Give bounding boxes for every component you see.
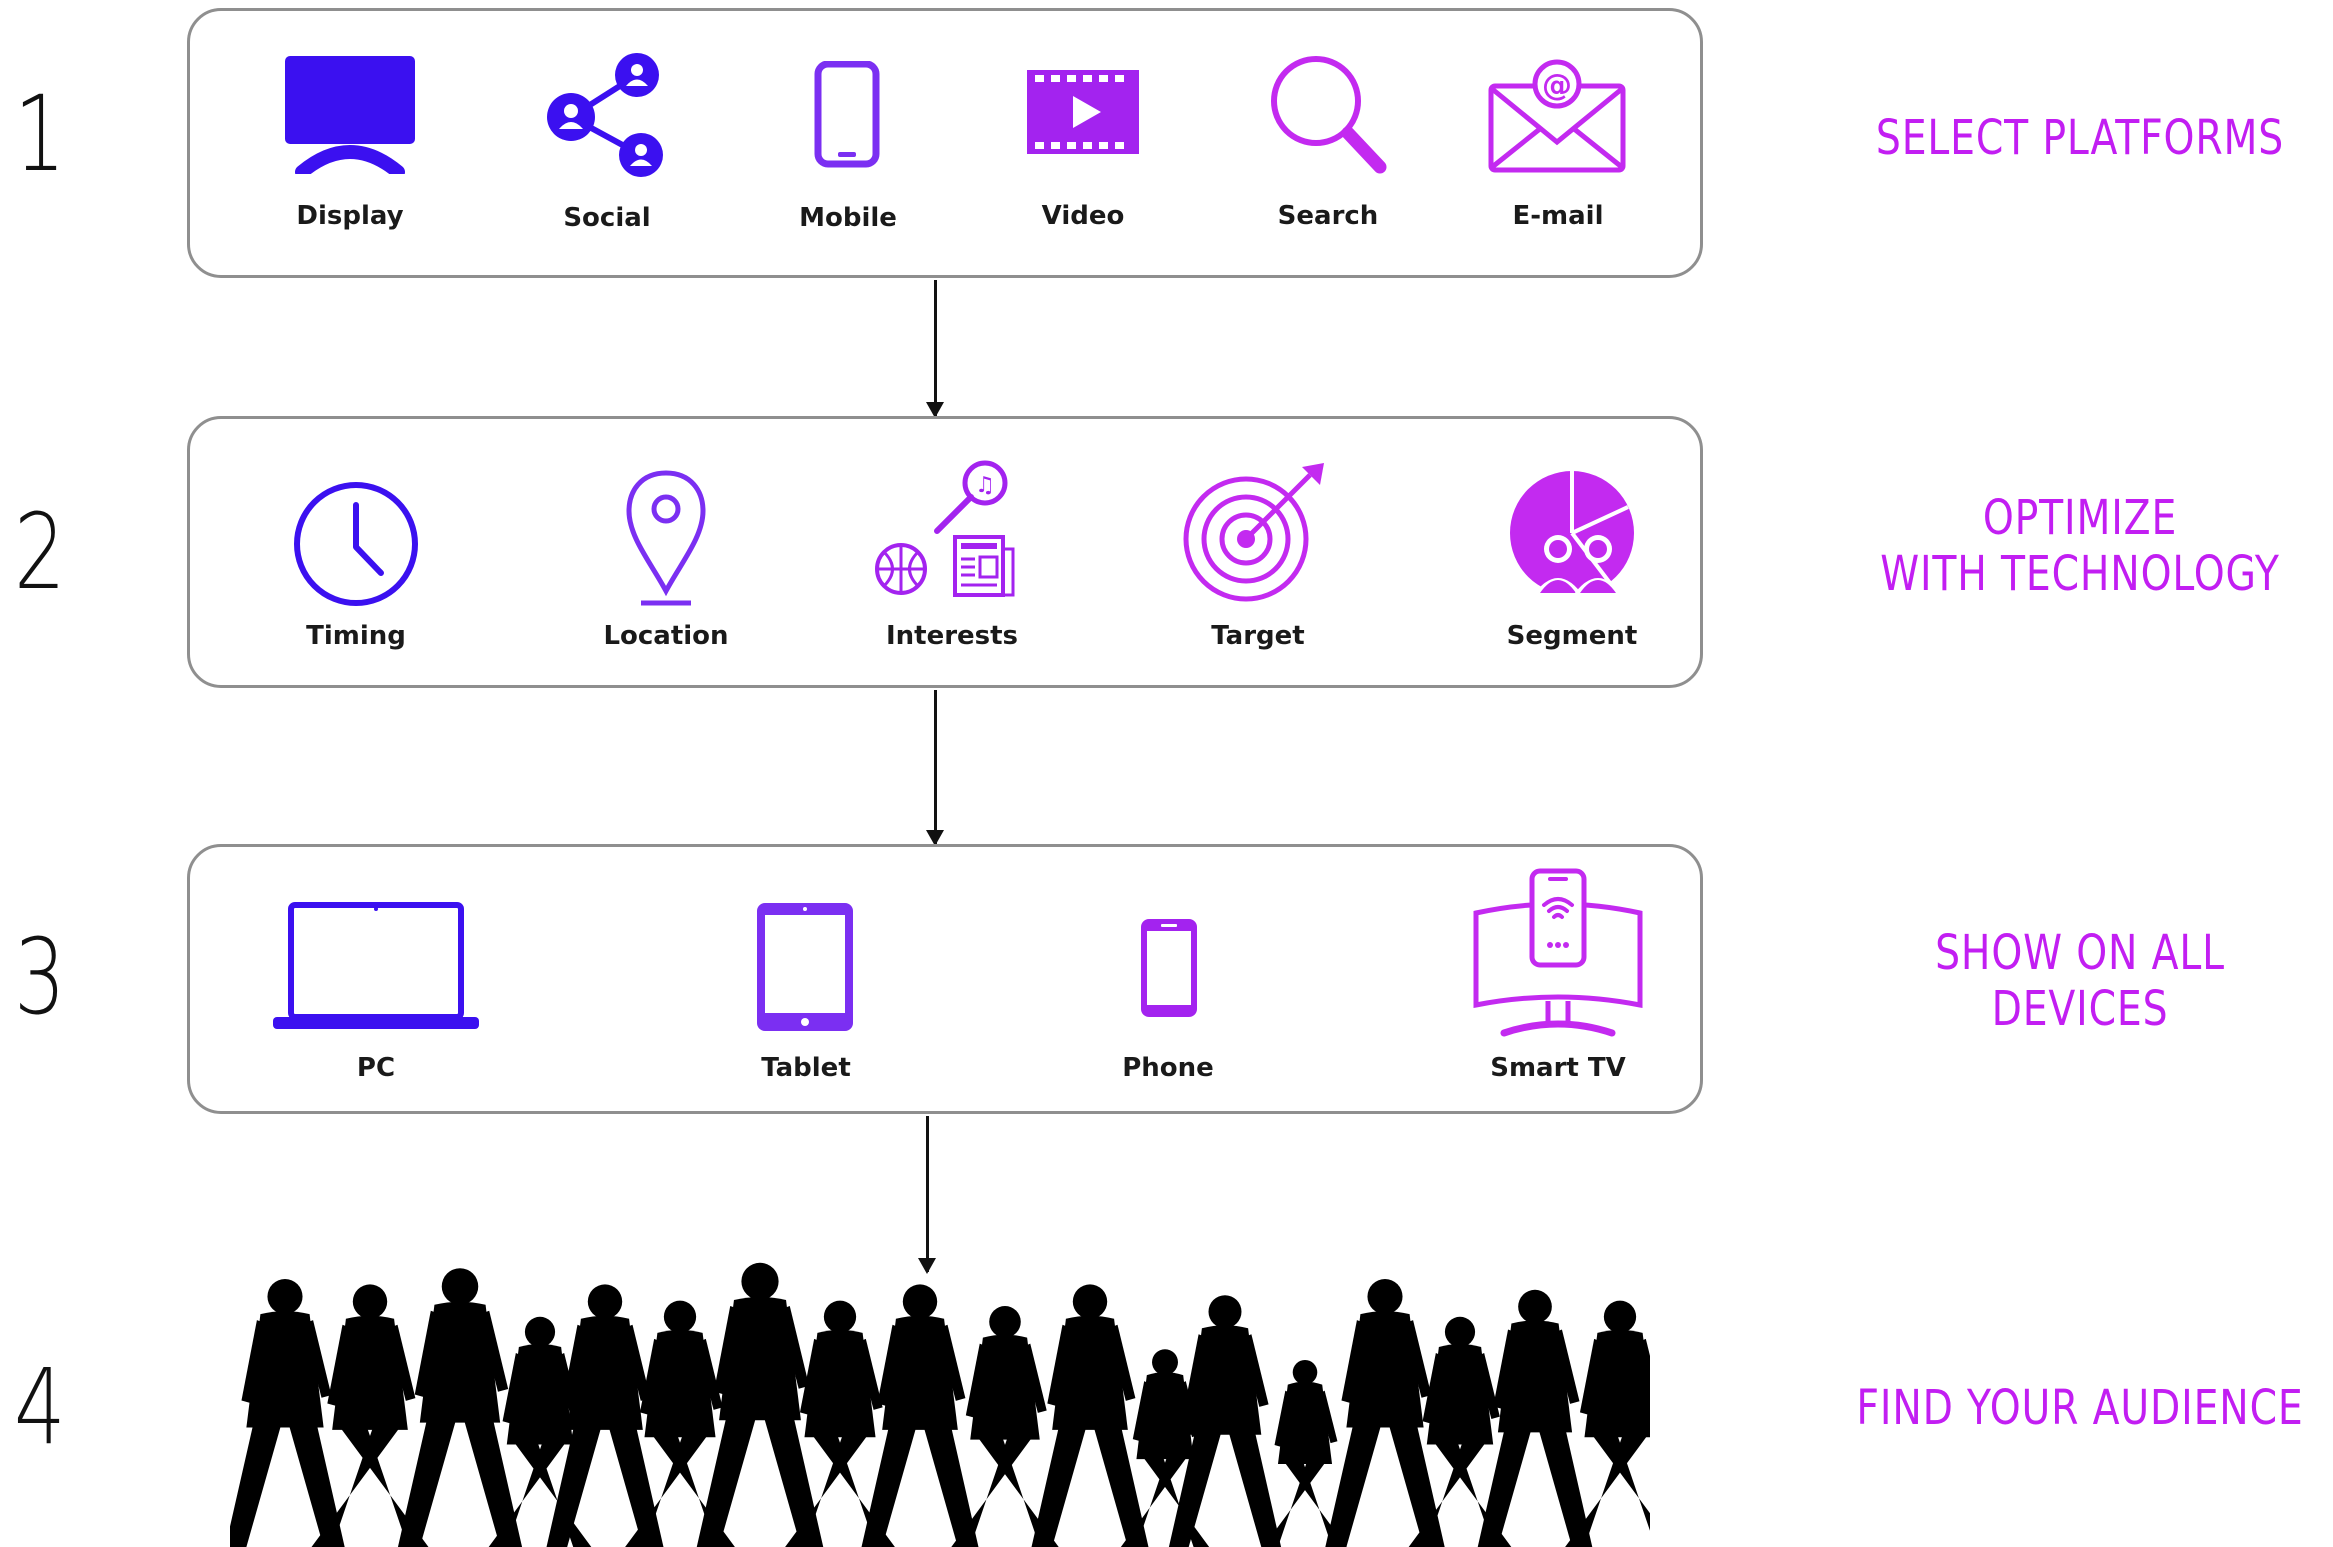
devices-panel: PC Tablet Phone Smart TV [187, 844, 1703, 1114]
person-silhouette [1408, 1316, 1512, 1547]
step-number-1: 1 [14, 73, 66, 195]
platform-label: E-mail [1512, 201, 1604, 231]
platform-label: Display [296, 201, 404, 231]
person-silhouette [696, 1262, 824, 1547]
person-silhouette [1031, 1284, 1149, 1547]
platform-social: Social [497, 11, 717, 275]
step-label-line: SELECT PLATFORMS [1875, 110, 2285, 166]
step-label-line: SHOW ON ALL DEVICES [1935, 925, 2225, 1037]
tech-label: Target [1211, 621, 1305, 651]
device-label: Phone [1122, 1053, 1214, 1083]
device-pc: PC [266, 847, 486, 1111]
map-pin-icon [626, 470, 706, 606]
tech-label: Interests [885, 621, 1019, 651]
laptop-icon [273, 902, 479, 1029]
svg-text:♫: ♫ [975, 473, 995, 498]
phone-icon [1141, 919, 1197, 1017]
tech-label: Timing [306, 621, 406, 651]
svg-text:@: @ [1542, 68, 1572, 103]
magnifier-icon [1271, 56, 1387, 174]
platform-label: Video [1041, 201, 1125, 231]
crowd-silhouette-image [230, 1262, 1650, 1547]
person-silhouette [1325, 1279, 1445, 1547]
person-silhouette [397, 1268, 523, 1547]
device-label: Smart TV [1490, 1053, 1626, 1083]
flow-arrow-2-3 [926, 690, 944, 846]
tech-label: Location [603, 621, 729, 651]
device-phone: Phone [1058, 847, 1278, 1111]
device-label: Tablet [761, 1053, 851, 1083]
platform-mobile: Mobile [738, 11, 958, 275]
display-monitor-icon [285, 56, 415, 174]
video-play-icon [1027, 70, 1139, 154]
flow-arrow-3-4 [918, 1116, 936, 1274]
interests-icon: ♫ [875, 460, 1015, 597]
device-label: PC [356, 1053, 396, 1083]
flow-arrow-1-2 [926, 280, 944, 418]
person-silhouette [1477, 1289, 1593, 1547]
platforms-panel: Display Social Mobile Video [187, 8, 1703, 278]
tablet-icon [757, 903, 853, 1031]
device-tablet: Tablet [696, 847, 916, 1111]
step-number-3: 3 [14, 916, 66, 1038]
person-silhouette [861, 1284, 979, 1547]
tech-target: Target [1148, 419, 1368, 685]
step-label-2: OPTIMIZE WITH TECHNOLOGY [1850, 490, 2309, 602]
tech-interests: ♫ Interests [842, 419, 1062, 685]
step-label-4: FIND YOUR AUDIENCE [1850, 1380, 2309, 1436]
step-number-2: 2 [14, 491, 66, 613]
platform-email: @ E-mail [1448, 11, 1668, 275]
social-network-icon [547, 53, 663, 177]
step-label-line: FIND YOUR AUDIENCE [1856, 1380, 2304, 1436]
person-silhouette [1565, 1300, 1650, 1547]
device-smart-tv: Smart TV [1448, 847, 1668, 1111]
email-envelope-icon: @ [1488, 59, 1626, 173]
person-silhouette [1168, 1295, 1282, 1547]
platform-display: Display [240, 11, 460, 275]
tech-location: Location [556, 419, 776, 685]
step-label-3: SHOW ON ALL DEVICES [1850, 925, 2309, 1037]
step-label-1: SELECT PLATFORMS [1850, 110, 2309, 166]
step-label-line: OPTIMIZE [1982, 490, 2178, 546]
platform-label: Search [1277, 201, 1379, 231]
person-silhouette [230, 1279, 345, 1547]
clock-icon [294, 482, 418, 606]
step-label-line: WITH TECHNOLOGY [1880, 546, 2280, 602]
person-silhouette [1263, 1360, 1347, 1547]
tech-label: Segment [1506, 621, 1638, 651]
smart-tv-icon [1473, 868, 1643, 1037]
tech-segment: Segment [1462, 419, 1682, 685]
technology-panel: Timing Location ♫ Interests [187, 416, 1703, 688]
person-silhouette [311, 1284, 429, 1547]
target-arrow-icon [1183, 463, 1324, 602]
platform-label: Mobile [799, 203, 897, 233]
tech-timing: Timing [246, 419, 466, 685]
mobile-phone-icon [814, 61, 880, 168]
platform-label: Social [563, 203, 651, 233]
platform-video: Video [973, 11, 1193, 275]
step-number-4: 4 [14, 1346, 66, 1468]
platform-search: Search [1218, 11, 1438, 275]
segment-pie-people-icon [1510, 471, 1634, 597]
